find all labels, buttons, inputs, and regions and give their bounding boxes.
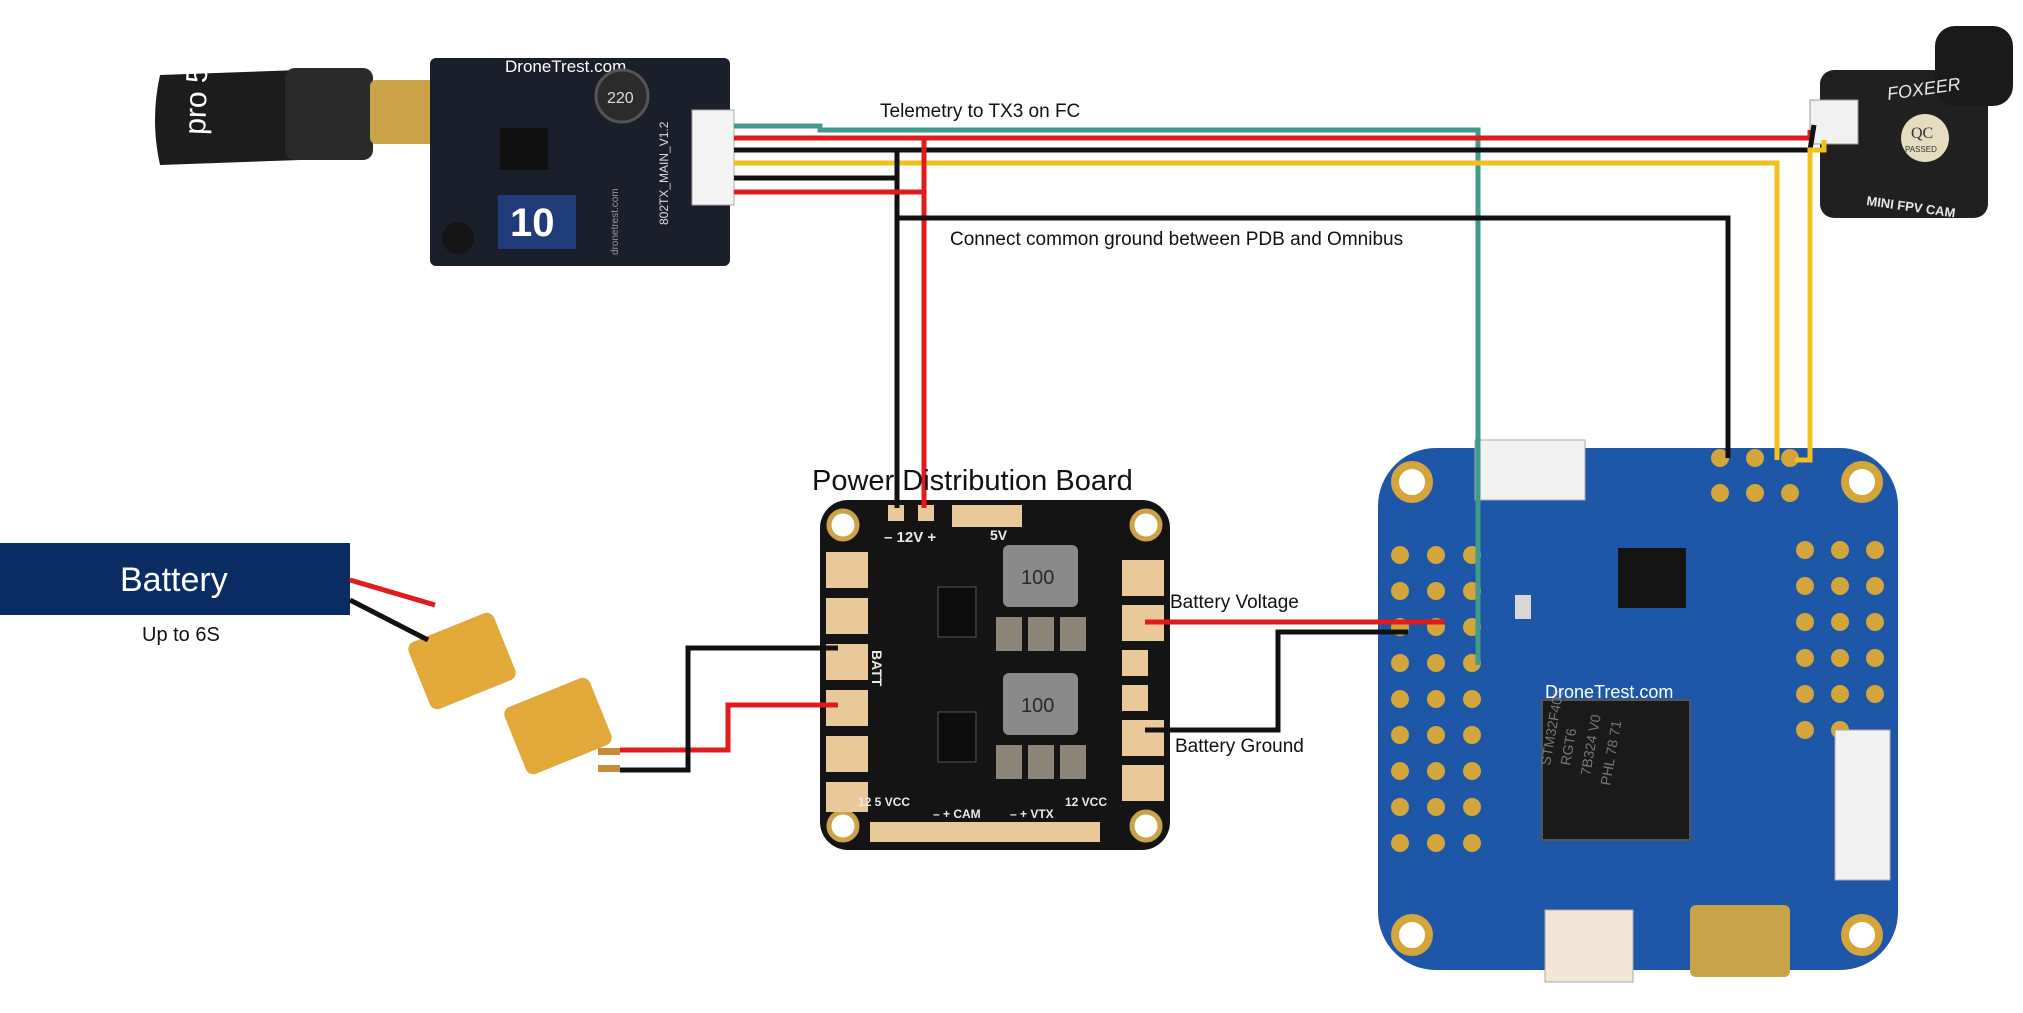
- telemetry-label: Telemetry to TX3 on FC: [880, 101, 1080, 122]
- power-distribution-board: – 12V + 5V 100 100 BATT 12 5 VCC – + CAM…: [820, 500, 1170, 850]
- fc-mcu: [1541, 699, 1691, 841]
- pdb-inductor-2-label: 100: [1021, 695, 1054, 717]
- vtx-transmitter: pro 5.8 DroneTrest.com 220 10 802TX_MAIN…: [155, 41, 735, 266]
- wire-battery-ground: [1145, 629, 1408, 733]
- xt60-female: [408, 612, 516, 710]
- pdb-bottom-right-label: 12 VCC: [1065, 795, 1107, 809]
- vtx-button: [442, 222, 474, 254]
- vtx-edge-text: dronetrest.com: [610, 188, 621, 255]
- fc-hole-tl: [1391, 461, 1433, 503]
- camera-qc-line2: PASSED: [1905, 145, 1937, 154]
- xt60-pin-2: [598, 765, 620, 772]
- battery-voltage-label: Battery Voltage: [1170, 592, 1299, 613]
- wire-battery-red: [349, 577, 436, 608]
- fc-usb-port: [1690, 905, 1790, 977]
- xt60-connectors: [408, 612, 620, 775]
- pdb-batt-label: BATT: [869, 650, 885, 687]
- battery-box: [0, 543, 350, 615]
- vtx-antenna-knurl: [285, 68, 373, 160]
- pdb-5v-label: 5V: [990, 527, 1008, 543]
- wire-xt60-pdb-black: [620, 645, 838, 773]
- fc-baro: [1515, 595, 1531, 619]
- common-ground-label: Connect common ground between PDB and Om…: [950, 229, 1403, 250]
- pdb-vtx-label: – + VTX: [1010, 807, 1054, 821]
- camera-lens: [1935, 26, 2013, 106]
- fc-mcu-line2: RGT6: [1557, 727, 1579, 767]
- battery-ground-label: Battery Ground: [1175, 736, 1304, 757]
- fc-hole-bl: [1391, 914, 1433, 956]
- pdb-12v-label: – 12V +: [884, 529, 936, 546]
- wires: [348, 123, 1827, 773]
- battery-title: Battery: [120, 561, 228, 599]
- pdb-cam-label: – + CAM: [933, 807, 981, 821]
- vtx-inductor: [594, 68, 650, 124]
- pdb-inductor-1: [1003, 545, 1078, 607]
- vtx-connector: [691, 109, 735, 206]
- wire-common-ground: [897, 215, 1731, 458]
- xt60-male: [504, 677, 612, 775]
- fc-hole-tr: [1841, 461, 1883, 503]
- fc-top-connector: [1474, 439, 1586, 501]
- wire-xt60-pdb-red: [620, 702, 838, 753]
- vtx-sma-connector: [370, 80, 442, 144]
- battery: Battery Up to 6S: [0, 543, 350, 646]
- pdb-title: Power Distribution Board: [812, 465, 1133, 497]
- vtx-antenna-text: pro 5.8: [179, 41, 215, 136]
- wire-vtx-pdb-red: [734, 140, 927, 508]
- pdb-bottom-left-label: 12 5 VCC: [858, 795, 910, 809]
- battery-subtitle: Up to 6S: [142, 624, 220, 646]
- xt60-pin-1: [598, 748, 620, 755]
- fpv-camera: FOXEER QC PASSED MINI FPV CAM: [1809, 26, 2013, 220]
- wire-vtx-pdb-black: [734, 150, 900, 508]
- flight-controller: STM32F405 RGT6 7B324 V0 PHL 78 71 DroneT…: [1378, 439, 1898, 983]
- vtx-watermark: DroneTrest.com: [505, 57, 626, 76]
- fc-watermark: DroneTrest.com: [1545, 682, 1673, 702]
- fc-left-pins: [1391, 546, 1481, 852]
- wire-telemetry: [734, 123, 1481, 665]
- wire-vtx-yellow: [734, 160, 1780, 460]
- fc-right-connector: [1834, 729, 1891, 881]
- vtx-inductor-label: 220: [607, 90, 634, 107]
- pdb-pads: [826, 505, 1164, 842]
- fc-bottom-connector: [1544, 909, 1634, 983]
- pdb-inductor-1-label: 100: [1021, 567, 1054, 589]
- pdb-hole-bl: [826, 809, 860, 843]
- vtx-chip: [500, 128, 548, 170]
- pdb-inductor-2: [1003, 673, 1078, 735]
- pdb-hole-tr: [1129, 508, 1163, 542]
- wire-battery-black: [348, 597, 430, 643]
- vtx-antenna: [155, 70, 310, 165]
- fc-hole-br: [1841, 914, 1883, 956]
- wire-cam-yellow: [1795, 140, 1827, 463]
- vtx-board: [430, 58, 730, 266]
- pdb-regulator-1: [937, 586, 977, 638]
- camera-connector: [1809, 99, 1859, 145]
- camera-qc-badge: [1901, 114, 1949, 162]
- fc-gyro: [1618, 548, 1686, 608]
- pdb-hole-tl: [826, 508, 860, 542]
- pdb-capacitors: [996, 617, 1086, 779]
- vtx-display-digits: 10: [510, 201, 555, 245]
- vtx-board-text: 802TX_MAIN_V1.2: [657, 121, 671, 225]
- pdb-hole-br: [1129, 809, 1163, 843]
- pdb-regulator-2: [937, 711, 977, 763]
- fc-top-pins: [1711, 449, 1799, 502]
- vtx-display: [498, 195, 576, 249]
- camera-qc-line1: QC: [1911, 125, 1933, 142]
